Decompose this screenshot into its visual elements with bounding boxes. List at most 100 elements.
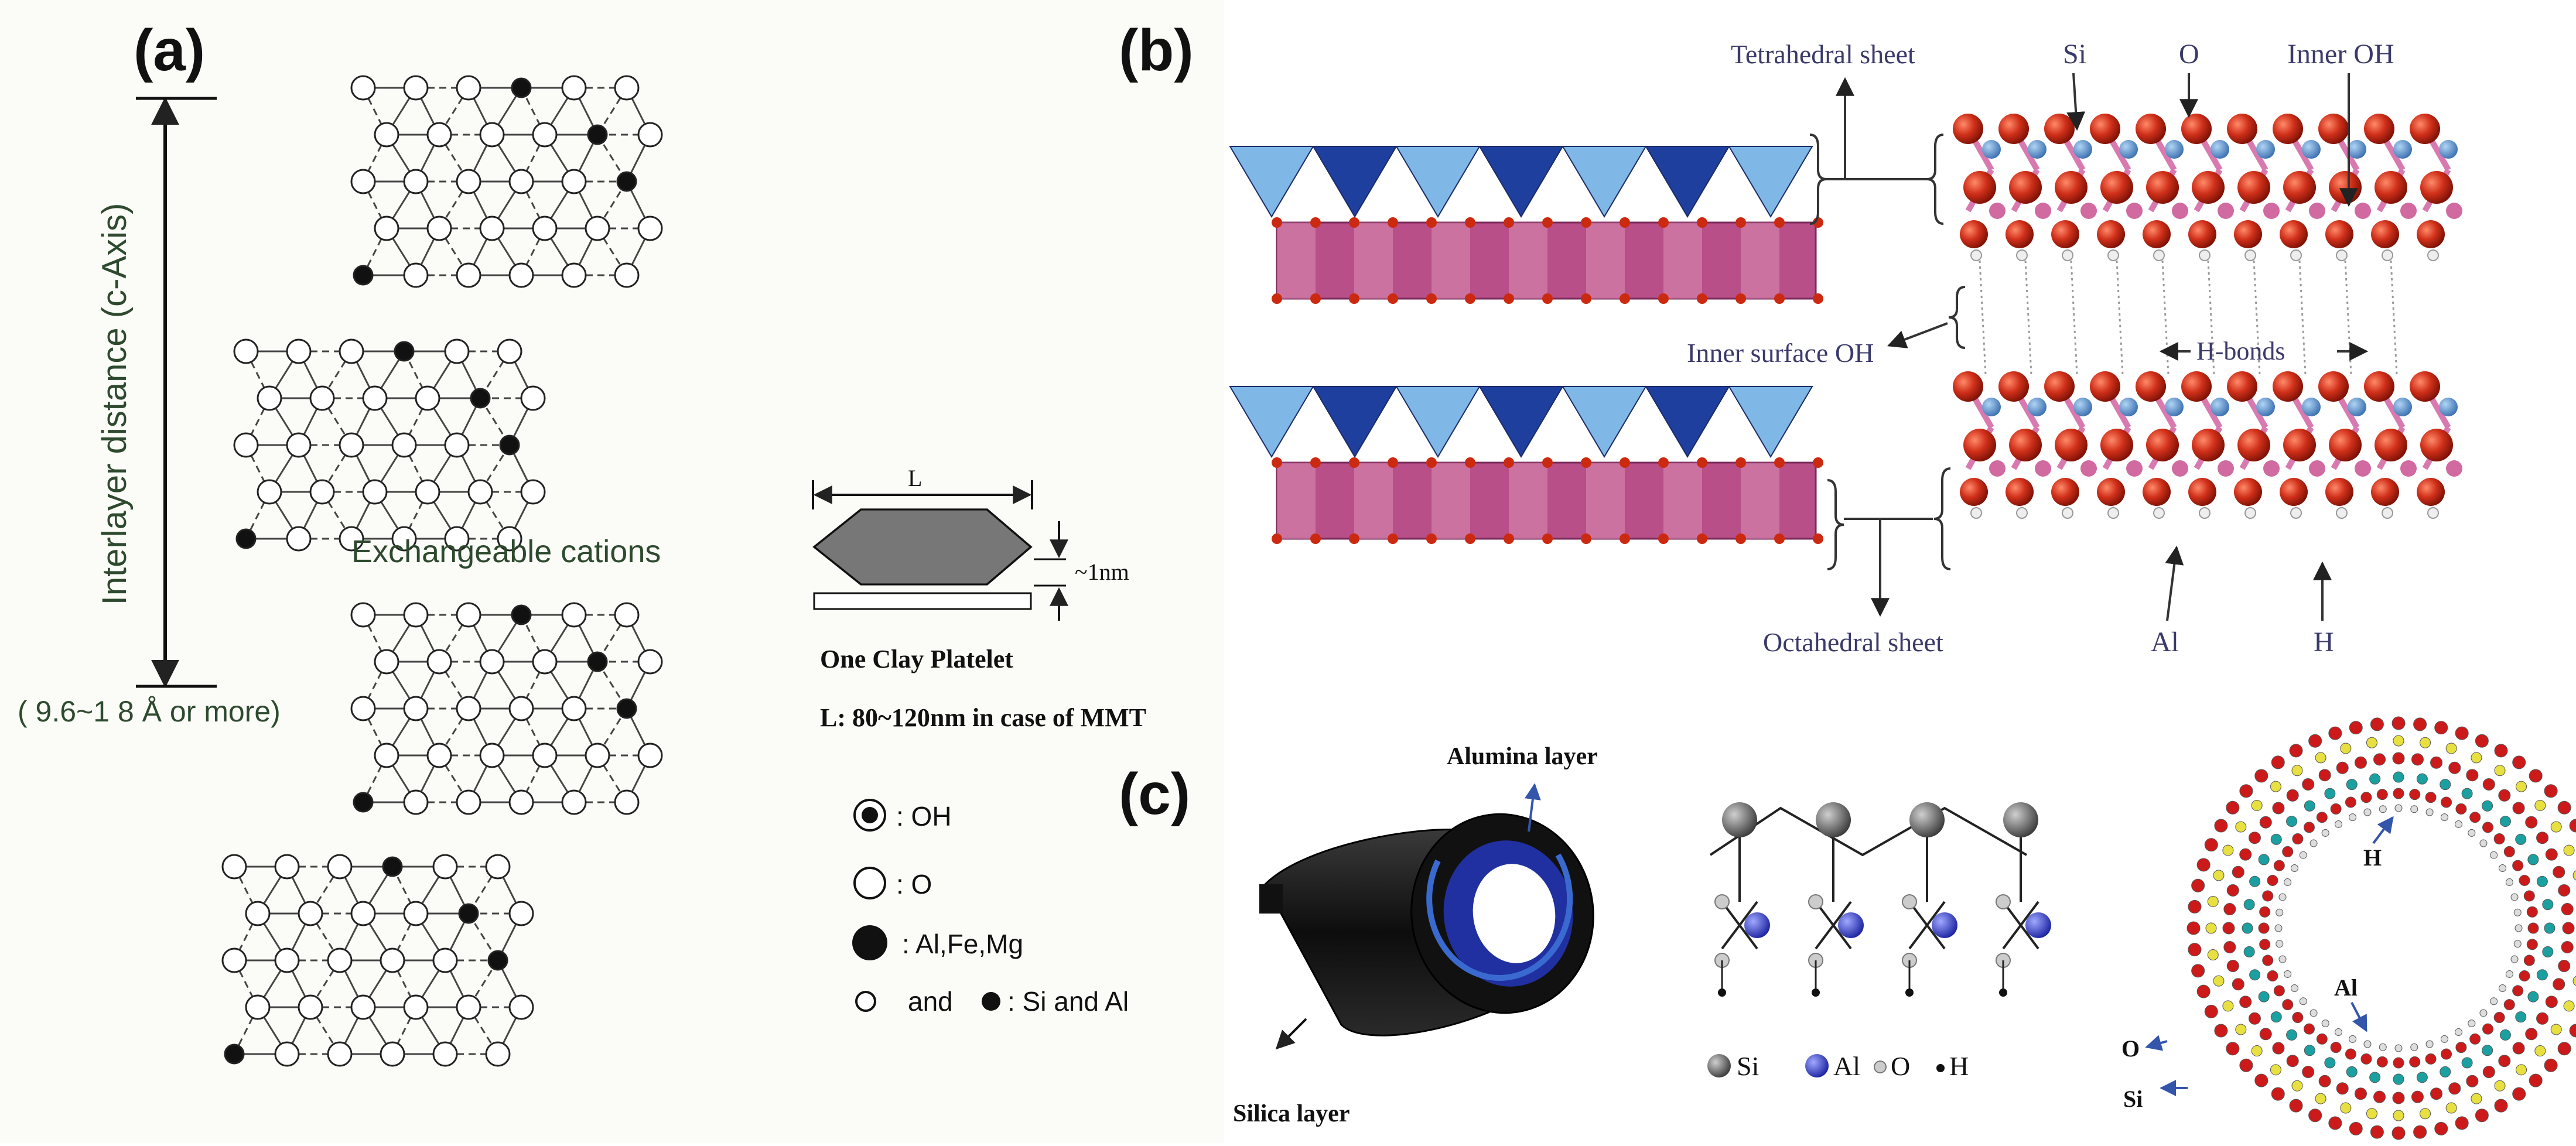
model-oxygen — [2227, 114, 2257, 144]
lattice-atom — [233, 338, 259, 364]
ring-silicon — [2393, 1110, 2404, 1121]
ring-oxygen-mid — [2392, 1092, 2405, 1104]
ring-oxygen-inner — [2493, 833, 2505, 844]
ring-silicon — [2291, 765, 2303, 776]
lattice-atom — [585, 215, 610, 241]
model-oxygen — [2237, 171, 2270, 204]
ring-oxygen-outer — [2475, 734, 2489, 748]
ring-aluminum — [2286, 1029, 2298, 1041]
inner-surface-pointer — [1887, 322, 1948, 348]
lattice-bond — [309, 960, 341, 1008]
lattice-atom — [374, 743, 399, 768]
legend-c-al-symbol — [1805, 1054, 1829, 1077]
legend-c-al-text: Al — [1833, 1051, 1860, 1081]
octahedron-face — [1509, 463, 1547, 539]
lattice-atom — [487, 950, 508, 971]
ring-silicon — [2494, 1080, 2506, 1092]
lattice-atom — [327, 947, 353, 973]
ring-aluminum — [2416, 1072, 2428, 1083]
panel-a-background — [0, 0, 1224, 1143]
alumina-pointer — [1524, 783, 1541, 832]
model-oxygen — [2146, 171, 2179, 204]
lattice-bond — [321, 491, 353, 539]
tetrahedron — [1728, 386, 1813, 458]
unit-oxygen — [1714, 894, 1730, 909]
ring-hydrogen — [2278, 955, 2287, 963]
ring-aluminum — [2461, 788, 2473, 799]
ring-oxygen-outer — [2494, 744, 2508, 758]
model-hydrogen — [2153, 507, 2165, 519]
lattice-atom — [221, 854, 247, 880]
lattice-bond — [596, 181, 628, 229]
ring-oxygen-outer — [2196, 984, 2211, 998]
ring-hydrogen — [2299, 851, 2307, 859]
tetrahedral-brace-right — [1926, 134, 1944, 225]
model-hydrogen — [2382, 507, 2393, 519]
model-hydrogen — [2016, 507, 2028, 519]
model-oxygen — [2273, 114, 2303, 144]
ring-oxygen-outer — [2204, 838, 2218, 852]
legend-si-symbol — [855, 991, 876, 1012]
ring-oxygen-outer — [2529, 1073, 2543, 1087]
ring-silicon — [2572, 976, 2576, 986]
lattice-bond — [309, 1007, 341, 1055]
lattice-atom — [339, 526, 364, 552]
lattice-atom — [637, 649, 663, 675]
ring-aluminum — [2243, 899, 2255, 911]
ring-oxygen-mid — [2411, 753, 2424, 766]
lattice-bond — [438, 228, 470, 276]
ring-oxygen-mid — [2226, 960, 2239, 973]
sheet-oxygen — [1388, 217, 1398, 228]
h-bond-line — [2390, 260, 2398, 375]
octahedron-face — [1509, 223, 1547, 299]
legend-al-symbol — [982, 992, 1000, 1011]
model-oxygen — [2143, 478, 2171, 506]
model-oxygen — [2097, 478, 2125, 506]
ring-oxygen-mid — [2223, 940, 2236, 953]
ring-hydrogen — [2363, 808, 2372, 816]
ring-oxygen-outer — [2391, 716, 2406, 730]
lattice-atom — [380, 947, 405, 973]
ring-hydrogen — [2278, 893, 2287, 901]
lattice-atom — [479, 649, 505, 675]
tetrahedron — [1229, 386, 1314, 458]
h-label: H — [2314, 627, 2334, 658]
lattice-atom — [350, 169, 376, 194]
ring-oxygen-inner — [2519, 874, 2530, 886]
lattice-bond — [403, 491, 429, 539]
lattice-atom — [532, 649, 558, 675]
ring-hydrogen — [2514, 924, 2523, 932]
model-aluminum — [2172, 203, 2188, 219]
model-oxygen — [2009, 429, 2042, 461]
sheet-oxygen — [1349, 217, 1359, 228]
ring-aluminum — [2499, 1029, 2511, 1041]
ring-oxygen-outer — [2557, 801, 2571, 815]
model-oxygen — [2375, 171, 2407, 204]
lattice-atom — [403, 169, 429, 194]
unit-backbone — [1709, 806, 2027, 857]
lattice-bond — [438, 181, 470, 229]
model-oxygen — [1953, 114, 1983, 144]
lattice-bond — [233, 960, 259, 1008]
lattice-atom — [456, 994, 481, 1020]
sheet-oxygen — [1542, 217, 1553, 228]
ring-hydrogen — [2284, 970, 2292, 978]
lattice-atom — [479, 215, 505, 241]
sheet-oxygen — [1697, 293, 1707, 304]
ring-oxygen-outer — [2370, 1125, 2384, 1139]
ring-silicon — [2420, 737, 2431, 748]
lattice-bond — [467, 960, 499, 1008]
octahedron-face — [1354, 223, 1393, 299]
model-oxygen — [2090, 114, 2120, 144]
model-oxygen — [2181, 371, 2212, 402]
al-label: Al — [2151, 627, 2179, 658]
lattice-atom — [456, 696, 481, 721]
model-silicon — [2302, 140, 2321, 159]
lattice-atom — [415, 479, 440, 505]
ring-oxygen-outer — [2569, 819, 2576, 833]
model-hydrogen — [2427, 507, 2439, 519]
ring-oxygen-mid — [2525, 1028, 2538, 1041]
octahedron-face — [1586, 223, 1625, 299]
ring-oxygen-outer — [2226, 801, 2240, 815]
ring-oxygen-inner — [2482, 822, 2494, 833]
